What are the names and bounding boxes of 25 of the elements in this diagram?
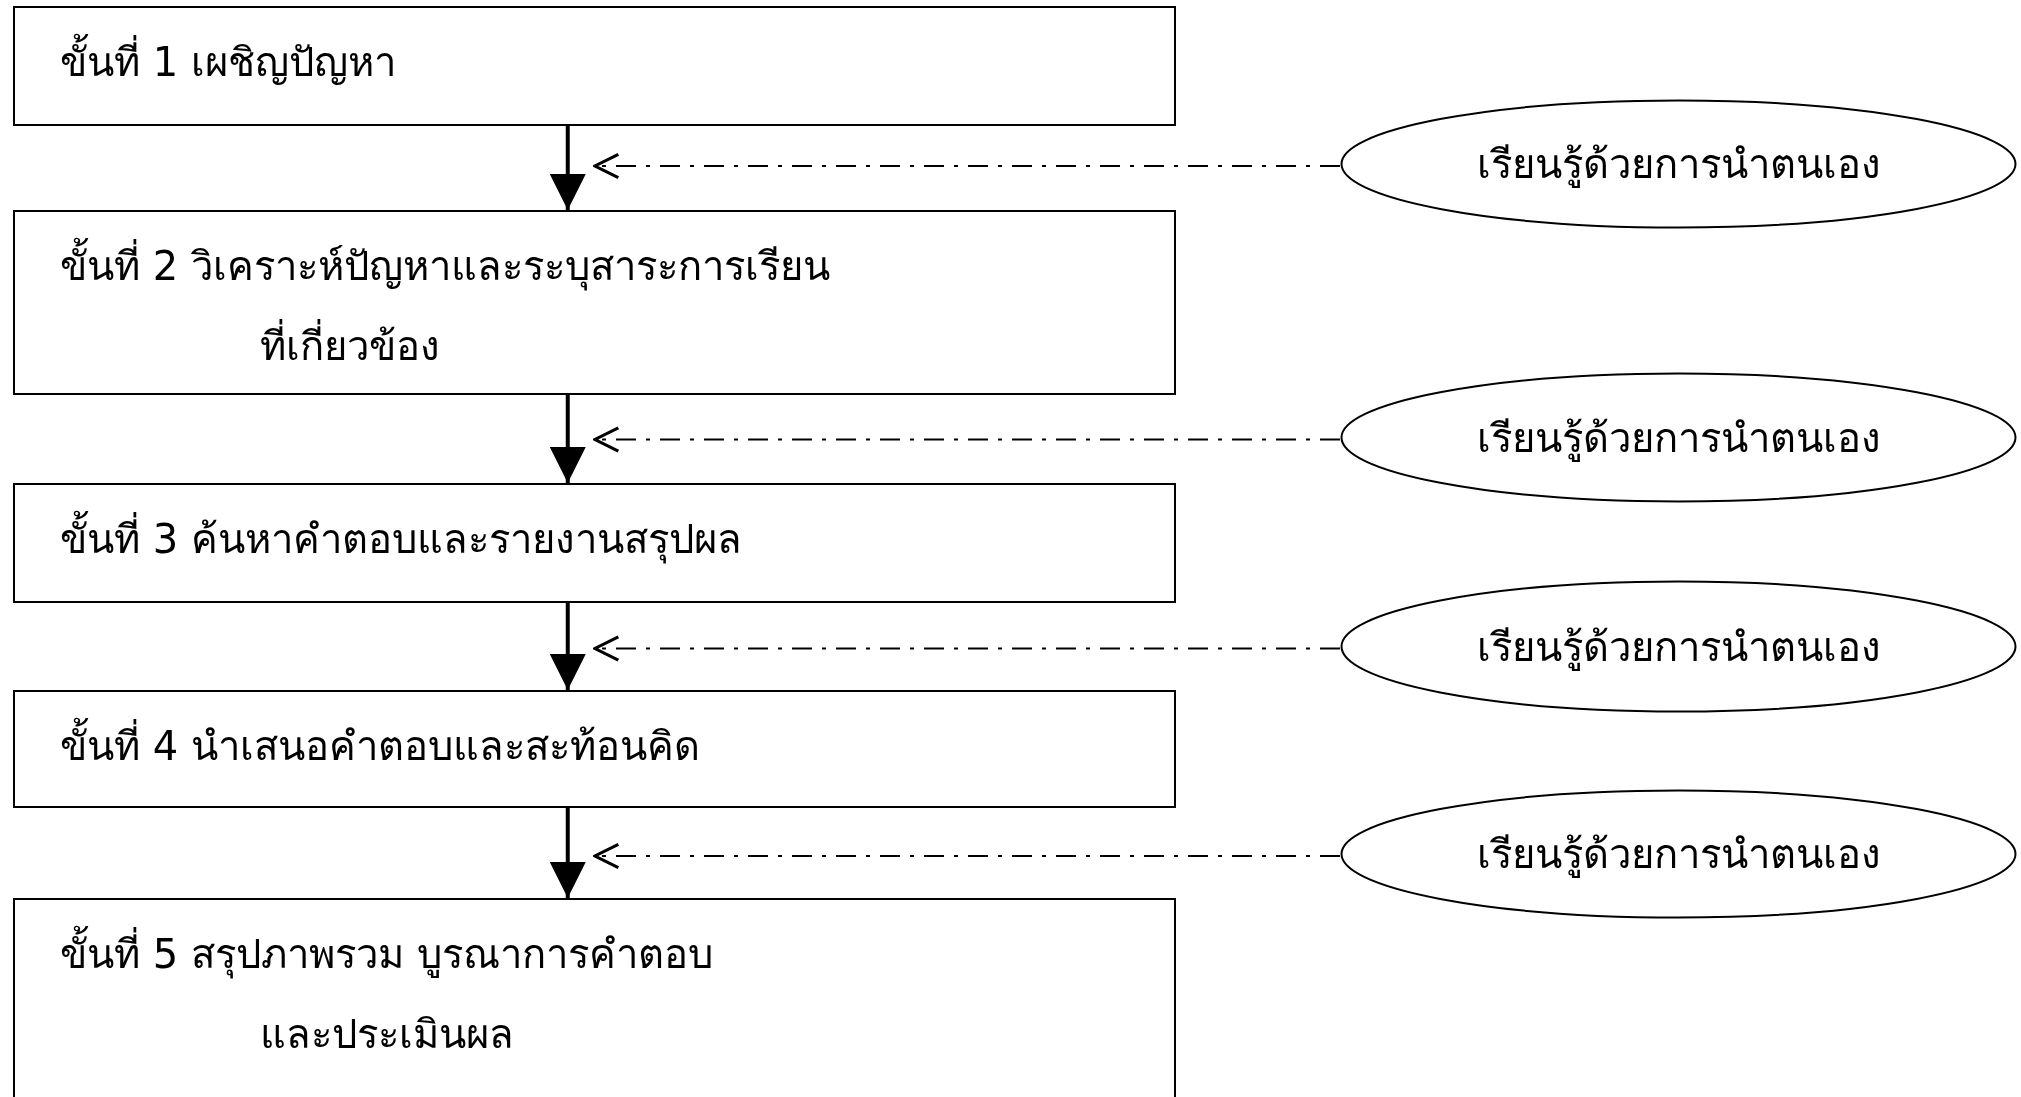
step-label: ขั้นที่ 5 สรุปภาพรวม บูรณาการคำตอบ และประเมินผล xyxy=(15,914,1174,1074)
ellipse-node xyxy=(1340,789,2017,919)
ellipse-label: เรียนรู้ด้วยการนำตนเอง xyxy=(1476,413,1881,464)
ellipse-label: เรียนรู้ด้วยการนำตนเอง xyxy=(1476,830,1881,880)
dash-dot-arrow xyxy=(593,842,1341,870)
step-label: ขั้นที่ 3 ค้นหาคำตอบและรายงานสรุปผล xyxy=(15,499,782,579)
step-box xyxy=(13,483,1176,603)
step-label: ขั้นที่ 4 นำเสนอคำตอบและสะท้อนคิด xyxy=(15,706,740,786)
arrow xyxy=(549,808,586,898)
arrow xyxy=(549,395,586,483)
dash-dot-arrow xyxy=(593,152,1341,180)
step-label: ขั้นที่ 2 วิเคราะห์ปัญหาและระบุสาระการเรียนที่เกี่ยวข้อง xyxy=(15,226,1174,386)
arrow xyxy=(549,603,586,690)
arrow xyxy=(549,126,586,210)
dash-dot-arrow xyxy=(593,635,1341,662)
ellipse-node xyxy=(1340,372,2017,503)
ellipse-label: เรียนรู้ด้วยการนำตนเอง xyxy=(1476,622,1881,673)
step-box xyxy=(13,6,1176,126)
dash-dot-arrow xyxy=(593,426,1341,453)
ellipse-node xyxy=(1340,99,2017,229)
step-box xyxy=(13,690,1176,808)
ellipse-label: เรียนรู้ด้วยการนำตนเอง xyxy=(1476,140,1881,190)
step-box xyxy=(13,898,1176,1097)
step-label: ขั้นที่ 1 เผชิญปัญหา xyxy=(15,22,436,102)
ellipse-node xyxy=(1340,580,2017,713)
